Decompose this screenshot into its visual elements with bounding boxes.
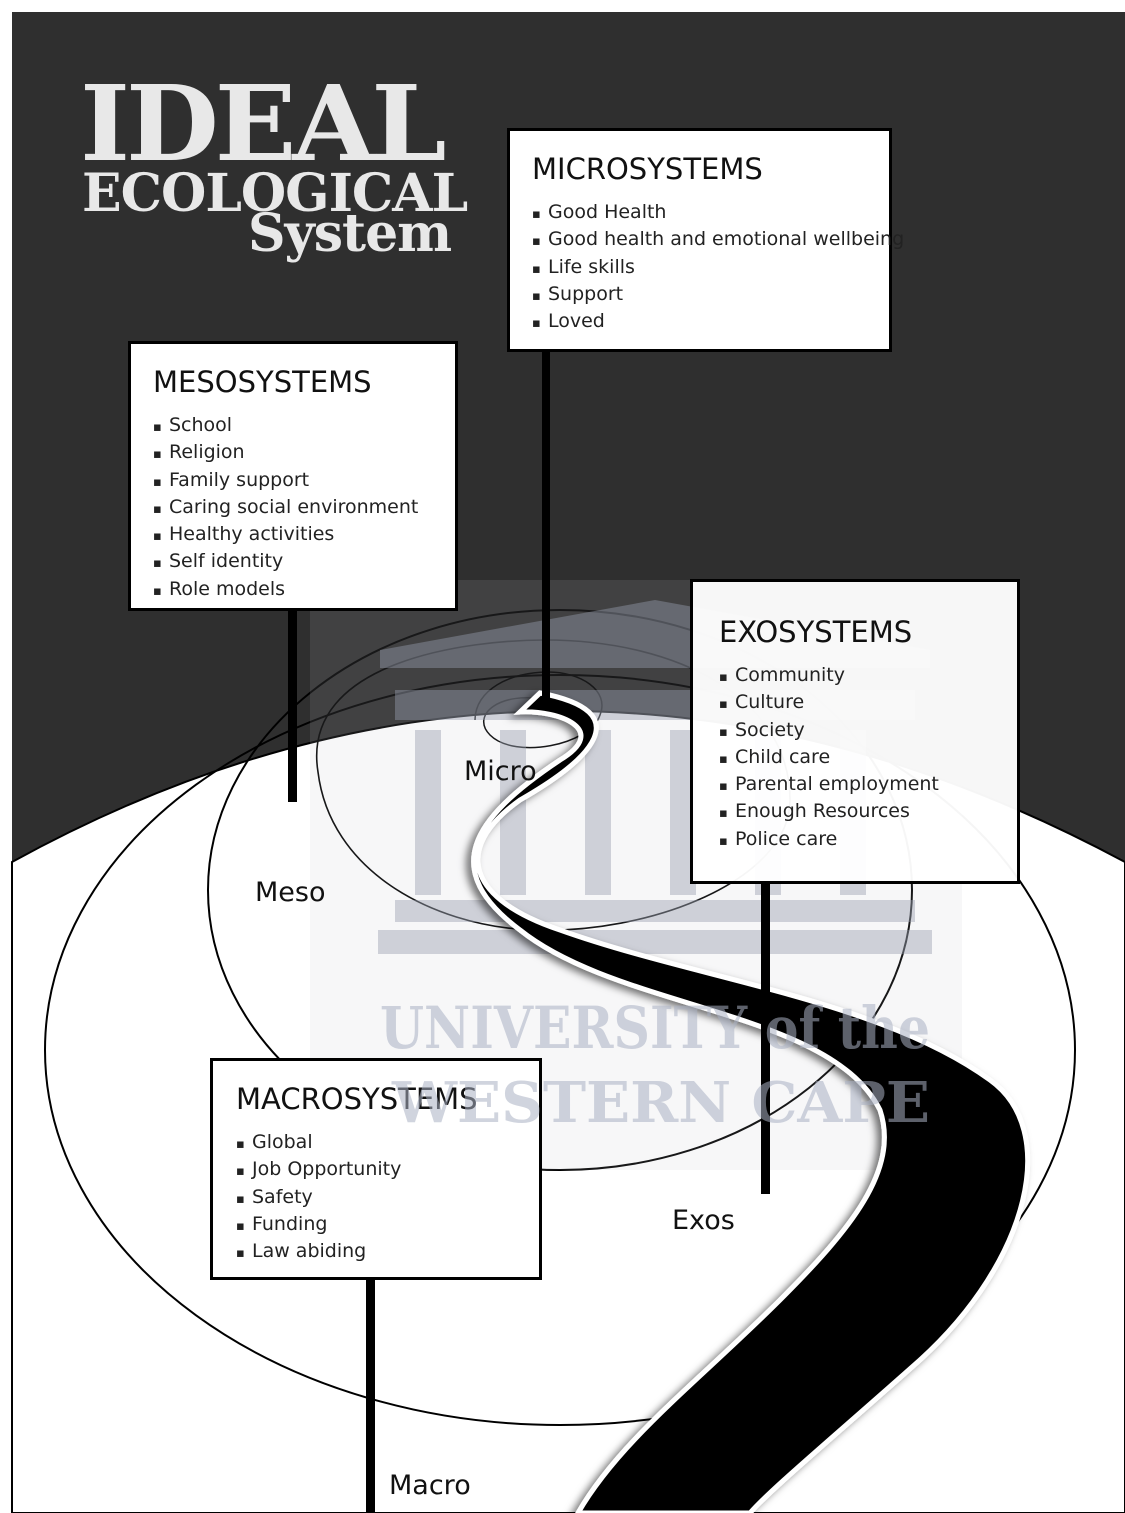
list-item: Culture <box>719 690 1017 717</box>
list-item: Parental employment <box>719 772 1017 799</box>
list-item: Religion <box>153 440 455 467</box>
list-item: Family support <box>153 468 455 495</box>
microsystems-heading: MICROSYSTEMS <box>532 152 763 186</box>
list-item: Child care <box>719 745 1017 772</box>
list-item: Caring social environment <box>153 495 455 522</box>
list-item: Enough Resources <box>719 799 1017 826</box>
list-item: Society <box>719 718 1017 745</box>
list-item: Self identity <box>153 549 455 576</box>
microsystems-list: Good Health Good health and emotional we… <box>532 200 904 336</box>
meso-label: Meso <box>255 877 326 908</box>
list-item: Job Opportunity <box>236 1157 539 1184</box>
list-item: Role models <box>153 577 455 604</box>
meso-ring <box>207 609 913 1171</box>
exosystems-heading: EXOSYSTEMS <box>719 615 913 649</box>
exo-post <box>761 882 770 1194</box>
list-item: Good health and emotional wellbeing <box>532 227 904 254</box>
list-item: Good Health <box>532 200 889 227</box>
mesosystems-heading: MESOSYSTEMS <box>153 365 372 399</box>
microsystems-box: MICROSYSTEMS Good Health Good health and… <box>507 128 904 352</box>
meso-post <box>288 608 297 802</box>
title-line-2: ECOLOGICAL <box>82 163 468 224</box>
exos-ring <box>44 674 1076 1426</box>
list-item: Healthy activities <box>153 522 455 549</box>
macro-label: Macro <box>389 1470 471 1501</box>
title-line-1: IDEAL <box>80 62 447 185</box>
list-item: Loved <box>532 309 889 336</box>
exosystems-box: EXOSYSTEMS Community Culture Society Chi… <box>690 579 1020 884</box>
list-item: Funding <box>236 1212 539 1239</box>
list-item: Global <box>236 1130 539 1157</box>
list-item: Support <box>532 282 889 309</box>
macrosystems-box: MACROSYSTEMS Global Job Opportunity Safe… <box>210 1058 542 1280</box>
macrosystems-heading: MACROSYSTEMS <box>236 1082 478 1116</box>
list-item: Police care <box>719 827 1017 854</box>
list-item: Safety <box>236 1185 539 1212</box>
exos-label: Exos <box>672 1205 735 1236</box>
mesosystems-box: MESOSYSTEMS School Religion Family suppo… <box>128 341 458 611</box>
mesosystems-list: School Religion Family support Caring so… <box>153 413 455 604</box>
list-item: School <box>153 413 455 440</box>
micro-post <box>542 350 550 705</box>
list-item: Community <box>719 663 1017 690</box>
macro-post <box>366 1278 375 1513</box>
macrosystems-list: Global Job Opportunity Safety Funding La… <box>236 1130 539 1266</box>
title-line-3: System <box>248 203 452 264</box>
exosystems-list: Community Culture Society Child care Par… <box>719 663 1017 854</box>
list-item: Life skills <box>532 255 889 282</box>
micro-label: Micro <box>464 756 537 787</box>
list-item: Law abiding <box>236 1239 539 1266</box>
